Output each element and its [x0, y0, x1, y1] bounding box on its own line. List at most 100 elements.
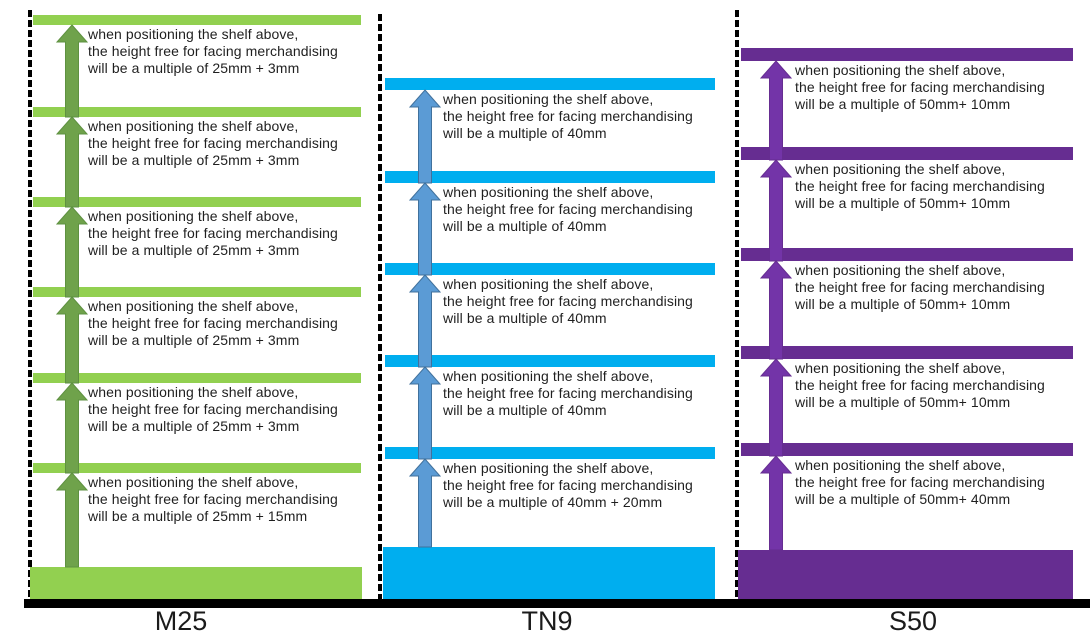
annotation-line: when positioning the shelf above, [88, 208, 299, 224]
annotation-line: when positioning the shelf above, [443, 460, 654, 476]
annotation-text: when positioning the shelf above,the hei… [88, 118, 338, 169]
annotation-line: when positioning the shelf above, [88, 474, 299, 490]
annotation-line: the height free for facing merchandising [88, 315, 338, 331]
column-label: M25 [154, 606, 208, 636]
annotation-text: when positioning the shelf above,the hei… [88, 208, 338, 259]
annotation-line: the height free for facing merchandising [443, 201, 693, 217]
annotation-line: will be a multiple of 40mm [443, 402, 607, 418]
annotation-text: when positioning the shelf above,the hei… [795, 161, 1045, 212]
annotation-line: will be a multiple of 25mm + 15mm [88, 508, 308, 524]
up-arrow-icon [55, 206, 89, 298]
annotation-line: will be a multiple of 25mm + 3mm [88, 60, 300, 76]
annotation-text: when positioning the shelf above,the hei… [443, 91, 693, 142]
up-arrow-icon [759, 60, 793, 161]
annotation-line: will be a multiple of 25mm + 3mm [88, 152, 300, 168]
annotation-text: when positioning the shelf above,the hei… [795, 262, 1045, 313]
annotation-line: when positioning the shelf above, [795, 62, 1006, 78]
base-shelf [738, 550, 1073, 599]
up-arrow-icon [408, 274, 442, 368]
shelf-bar [385, 263, 715, 275]
annotation-line: when positioning the shelf above, [443, 276, 654, 292]
annotation-line: when positioning the shelf above, [795, 161, 1006, 177]
annotation-line: the height free for facing merchandising [443, 385, 693, 401]
annotation-line: when positioning the shelf above, [443, 368, 654, 384]
annotation-line: will be a multiple of 50mm+ 10mm [795, 394, 1011, 410]
annotation-line: will be a multiple of 25mm + 3mm [88, 242, 300, 258]
up-arrow-icon [408, 366, 442, 460]
up-arrow-icon [759, 159, 793, 262]
annotation-text: when positioning the shelf above,the hei… [443, 460, 693, 511]
dashed-guide-line [28, 10, 32, 599]
annotation-line: the height free for facing merchandising [795, 377, 1045, 393]
column-label: S50 [888, 606, 938, 636]
annotation-line: will be a multiple of 40mm [443, 218, 607, 234]
shelf-bar [741, 346, 1073, 359]
annotation-line: will be a multiple of 50mm+ 10mm [795, 195, 1011, 211]
annotation-text: when positioning the shelf above,the hei… [795, 62, 1045, 113]
annotation-line: will be a multiple of 40mm + 20mm [443, 494, 663, 510]
shelf-bar [741, 48, 1073, 61]
annotation-text: when positioning the shelf above,the hei… [443, 276, 693, 327]
annotation-line: when positioning the shelf above, [88, 298, 299, 314]
annotation-line: when positioning the shelf above, [795, 360, 1006, 376]
annotation-line: the height free for facing merchandising [443, 477, 693, 493]
shelf-bar [33, 107, 361, 117]
base-shelf [383, 547, 715, 599]
annotation-text: when positioning the shelf above,the hei… [88, 298, 338, 349]
annotation-line: when positioning the shelf above, [795, 457, 1006, 473]
annotation-line: the height free for facing merchandising [88, 43, 338, 59]
annotation-line: will be a multiple of 50mm+ 40mm [795, 491, 1011, 507]
annotation-line: the height free for facing merchandising [88, 491, 338, 507]
annotation-line: the height free for facing merchandising [795, 79, 1045, 95]
shelf-bar [741, 147, 1073, 160]
up-arrow-icon [408, 182, 442, 276]
dashed-guide-line [378, 14, 382, 599]
shelf-bar [33, 287, 361, 297]
shelf-bar [33, 197, 361, 207]
annotation-text: when positioning the shelf above,the hei… [443, 184, 693, 235]
annotation-line: the height free for facing merchandising [795, 474, 1045, 490]
up-arrow-icon [55, 116, 89, 208]
annotation-line: when positioning the shelf above, [443, 91, 654, 107]
shelf-bar [385, 171, 715, 183]
annotation-line: will be a multiple of 50mm+ 10mm [795, 96, 1011, 112]
up-arrow-icon [759, 455, 793, 551]
annotation-text: when positioning the shelf above,the hei… [443, 368, 693, 419]
up-arrow-icon [759, 358, 793, 457]
up-arrow-icon [55, 24, 89, 118]
annotation-text: when positioning the shelf above,the hei… [88, 474, 338, 525]
shelf-bar [741, 248, 1073, 261]
annotation-line: the height free for facing merchandising [88, 135, 338, 151]
annotation-line: will be a multiple of 40mm [443, 125, 607, 141]
annotation-line: the height free for facing merchandising [88, 401, 338, 417]
up-arrow-icon [759, 260, 793, 360]
shelf-bar [385, 447, 715, 459]
up-arrow-icon [408, 458, 442, 548]
annotation-line: when positioning the shelf above, [795, 262, 1006, 278]
annotation-text: when positioning the shelf above,the hei… [795, 360, 1045, 411]
annotation-line: will be a multiple of 25mm + 3mm [88, 418, 300, 434]
up-arrow-icon [55, 472, 89, 568]
annotation-line: when positioning the shelf above, [88, 384, 299, 400]
annotation-line: will be a multiple of 25mm + 3mm [88, 332, 300, 348]
annotation-line: will be a multiple of 50mm+ 10mm [795, 296, 1011, 312]
base-shelf [30, 567, 362, 599]
up-arrow-icon [55, 382, 89, 474]
up-arrow-icon [408, 89, 442, 184]
annotation-line: the height free for facing merchandising [88, 225, 338, 241]
shelf-bar [385, 355, 715, 367]
shelf-bar [33, 15, 361, 25]
shelf-bar [33, 463, 361, 473]
annotation-line: when positioning the shelf above, [88, 26, 299, 42]
annotation-text: when positioning the shelf above,the hei… [88, 384, 338, 435]
annotation-line: will be a multiple of 40mm [443, 310, 607, 326]
annotation-line: when positioning the shelf above, [88, 118, 299, 134]
baseline [24, 599, 1090, 608]
shelf-bar [385, 78, 715, 90]
annotation-line: the height free for facing merchandising [795, 178, 1045, 194]
annotation-line: the height free for facing merchandising [443, 108, 693, 124]
annotation-line: the height free for facing merchandising [795, 279, 1045, 295]
column-label: TN9 [521, 606, 573, 636]
annotation-line: when positioning the shelf above, [443, 184, 654, 200]
